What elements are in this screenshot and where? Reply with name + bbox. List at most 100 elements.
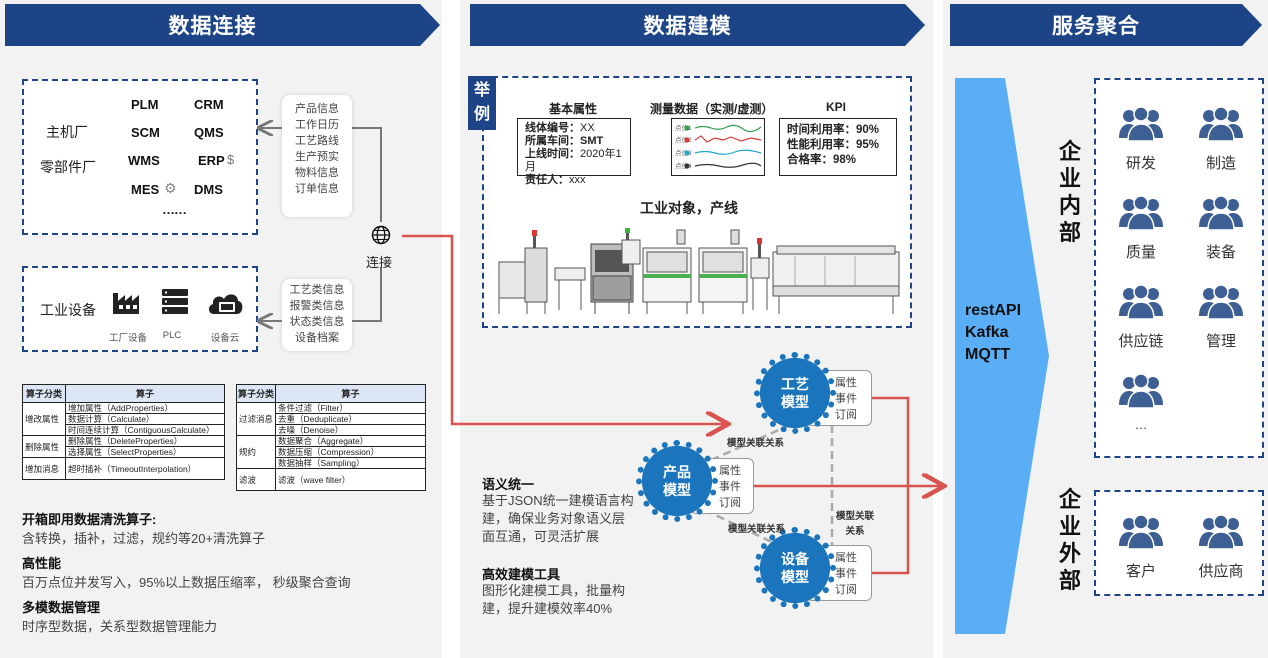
measure-title: 测量数据（实测/虚测） — [650, 102, 774, 116]
system-crm: CRM — [194, 97, 224, 112]
people-icon — [1119, 514, 1163, 550]
example-tag-label: 举例 — [473, 82, 490, 123]
equipment-model-label: 设备 模型 — [781, 551, 809, 585]
info-item: 设备档案 — [295, 332, 339, 344]
industrial-device-label: 工业设备 — [40, 302, 96, 318]
external-party-item-label: 客户 — [1125, 563, 1156, 580]
measure-sparklines: 点位1 点位2 点位3 点位4 — [675, 123, 762, 170]
op-item: 滤波（wave filter） — [275, 468, 426, 491]
feature-desc: 时序型数据，关系型数据管理能力 — [22, 619, 218, 634]
info-item: 报警类信息 — [289, 300, 345, 312]
basic-attr-row: 所属车间：SMT — [525, 135, 623, 148]
device-cloud-icon — [208, 294, 243, 314]
kpi-key: 时间利用率： — [787, 124, 856, 136]
enterprise-systems-box — [22, 79, 258, 235]
relation-label-right: 模型关联 关系 — [836, 509, 874, 539]
feature-title: 高性能 — [22, 556, 62, 571]
system-wms: WMS — [128, 153, 160, 168]
info-item: 工艺类信息 — [289, 284, 345, 296]
external-party-item: 客户 — [1111, 512, 1171, 581]
system-plm: PLM — [131, 97, 159, 112]
api-item: restAPI — [965, 302, 1022, 319]
feature-desc-line: 面互通，可灵活扩展 — [482, 529, 600, 544]
kpi-box: 时间利用率：90% 性能利用率：95% 合格率：98% — [779, 118, 897, 176]
point-label-2: 点位2 — [675, 135, 692, 144]
api-arrow — [955, 78, 1049, 634]
system-dms: DMS — [194, 182, 223, 197]
point-label-1: 点位1 — [675, 123, 692, 132]
basic-attr-row: 上线时间：2020年1月 — [525, 148, 623, 174]
feature-desc: 图形化建模工具，批量构 建，提升建模效率40% — [482, 582, 625, 618]
internal-dept-item-label: 供应链 — [1118, 333, 1164, 350]
people-icon — [1119, 195, 1163, 231]
kpi-value: 95% — [856, 139, 880, 151]
kpi-row: 合格率：98% — [787, 153, 889, 168]
operator-table-left: 算子分类 算子 增改属性增加属性（AddProperties） 数据计算（Cal… — [22, 384, 225, 480]
attr-key: 所属车间： — [525, 135, 580, 147]
point-label-3: 点位3 — [675, 148, 692, 157]
people-icon — [1119, 284, 1163, 320]
object-label: 工业对象，产线 — [640, 200, 738, 216]
product-model-label: 产品 模型 — [663, 464, 691, 498]
attr-value: 2020年1月 — [525, 148, 622, 173]
attr-item: 属性 — [719, 465, 741, 477]
feature-title: 高效建模工具 — [482, 567, 561, 582]
operator-table-right: 算子分类 算子 过滤消息条件过滤（Filter） 去重（Deduplicate）… — [235, 384, 426, 491]
process-model-label: 工艺 模型 — [781, 376, 809, 410]
feature-desc: 百万点位并发写入，95%以上数据压缩率， 秒级聚合查询 — [22, 575, 351, 590]
internal-dept-item: 制造 — [1191, 104, 1251, 173]
internal-dept-item: 装备 — [1191, 193, 1251, 262]
gear-icon: ⚙ — [164, 180, 177, 196]
banner-service-agg: 服务聚合 — [950, 4, 1262, 46]
basic-attr-title: 基本属性 — [549, 102, 598, 116]
relation-label-top: 模型关联关系 — [727, 438, 785, 449]
info-item: 物料信息 — [295, 167, 339, 179]
enterprise-internal-label: 企业内部 — [1058, 139, 1081, 245]
globe-icon — [371, 225, 391, 245]
plc-icon — [162, 289, 188, 314]
attr-item: 属性 — [835, 552, 857, 564]
device-type-cloud: 设备云 — [210, 333, 240, 344]
attr-item: 订阅 — [835, 584, 857, 596]
relation-label-line: 关系 — [845, 526, 865, 537]
attr-item: 事件 — [835, 393, 857, 405]
system-qms: QMS — [194, 125, 224, 140]
attr-item: 订阅 — [719, 497, 741, 509]
equipment-model-gear: 设备 模型 — [754, 527, 836, 609]
banner-data-modeling: 数据建模 — [470, 4, 925, 46]
internal-dept-item: 管理 — [1191, 282, 1251, 351]
relation-label-bottom: 模型关联关系 — [728, 524, 786, 535]
system-mes: MES — [131, 182, 160, 197]
people-icon — [1199, 106, 1243, 142]
attr-value: xxx — [569, 174, 586, 186]
feature-title: 开箱即用数据清洗算子: — [22, 512, 157, 527]
connect-lines — [0, 0, 382, 360]
attr-key: 线体编号： — [525, 122, 580, 134]
op-category: 滤波 — [235, 468, 277, 491]
point-label-4: 点位4 — [675, 161, 692, 170]
internal-dept-item-label: 管理 — [1205, 333, 1236, 350]
info-item: 状态类信息 — [289, 316, 345, 328]
info-item: 产品信息 — [295, 103, 339, 115]
feature-desc-line: 建，确保业务对象语义层 — [482, 511, 626, 526]
api-item: MQTT — [965, 346, 1011, 363]
production-line-illustration — [498, 228, 900, 314]
product-model-gear: 产品 模型 — [636, 440, 718, 522]
device-type-plc: PLC — [162, 330, 182, 341]
feature-desc: 含转换，插补，过滤，规约等20+清洗算子 — [22, 531, 266, 546]
system-more: …… — [162, 202, 187, 217]
attr-item: 事件 — [835, 568, 857, 580]
kpi-key: 性能利用率： — [787, 139, 856, 151]
party-oem: 主机厂 — [46, 124, 88, 140]
info-item: 订单信息 — [295, 183, 339, 195]
external-party-item: 供应商 — [1191, 512, 1251, 581]
attr-item: 订阅 — [835, 409, 857, 421]
internal-dept-item: … — [1111, 371, 1171, 432]
info-top-box: 产品信息 工作日历 工艺路线 生产预实 物料信息 订单信息 — [282, 95, 352, 217]
external-party-item-label: 供应商 — [1198, 563, 1244, 580]
basic-attr-row: 线体编号：XX — [525, 122, 623, 135]
people-icon — [1199, 284, 1243, 320]
feature-desc-line: 建，提升建模效率40% — [482, 601, 613, 616]
feature-desc: 基于JSON统一建模语言构 建，确保业务对象语义层 面互通，可灵活扩展 — [482, 492, 634, 546]
system-erp: ERP — [198, 153, 225, 168]
